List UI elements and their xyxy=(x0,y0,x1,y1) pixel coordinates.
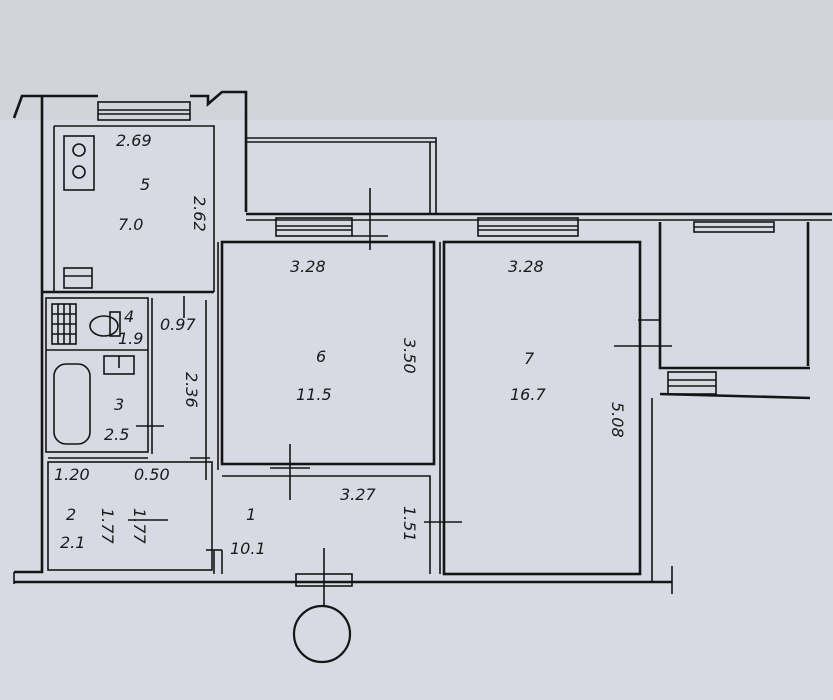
window-side-room xyxy=(693,221,775,233)
room-2-number: 2 xyxy=(66,505,76,524)
window-room-6 xyxy=(275,217,353,237)
room-1-length: 1.51 xyxy=(400,506,419,542)
room-4-number: 4 xyxy=(124,307,134,326)
room-4-width: 0.97 xyxy=(160,315,196,334)
room-1-area: 10.1 xyxy=(230,539,266,558)
room-7-area: 16.7 xyxy=(510,385,546,404)
paper-top-shade xyxy=(0,0,833,120)
room-6-area: 11.5 xyxy=(296,385,332,404)
balcony xyxy=(246,137,437,214)
room-6-width: 3.28 xyxy=(290,257,326,276)
room-1-number: 1 xyxy=(246,505,256,524)
room-7-width: 3.28 xyxy=(508,257,544,276)
outer-walls xyxy=(12,90,832,594)
window-right-lower xyxy=(667,371,717,395)
room-5-number: 5 xyxy=(140,175,150,194)
entrance-circle-icon xyxy=(292,604,352,664)
room-5-length: 2.62 xyxy=(190,196,209,232)
window-kitchen xyxy=(97,101,191,121)
partitions xyxy=(42,125,653,582)
bathtub-icon xyxy=(53,355,135,445)
room-5-area: 7.0 xyxy=(118,215,143,234)
room-7-number: 7 xyxy=(524,349,535,368)
room-1-width: 3.27 xyxy=(340,485,376,504)
room-2-length-a: 1.77 xyxy=(98,508,117,544)
room-2-width: 1.20 xyxy=(54,465,90,484)
toilet-icon xyxy=(51,303,121,345)
room-7-length: 5.08 xyxy=(608,402,627,438)
entrance xyxy=(295,548,353,606)
window-room-7 xyxy=(477,217,579,237)
room-3-length: 2.36 xyxy=(182,372,201,408)
room-4-area: 1.9 xyxy=(118,329,143,348)
stove-icon xyxy=(63,135,95,191)
room-3-number: 3 xyxy=(114,395,124,414)
room-6-number: 6 xyxy=(316,347,326,366)
room-3-area: 2.5 xyxy=(104,425,129,444)
room-5-width: 2.69 xyxy=(116,131,152,150)
room-6-length: 3.50 xyxy=(400,338,419,374)
door-marks xyxy=(128,188,672,523)
room-2-length-b: 1.77 xyxy=(130,508,149,544)
room-2-door: 0.50 xyxy=(134,465,170,484)
sink-icon xyxy=(63,267,93,289)
room-2-area: 2.1 xyxy=(60,533,85,552)
